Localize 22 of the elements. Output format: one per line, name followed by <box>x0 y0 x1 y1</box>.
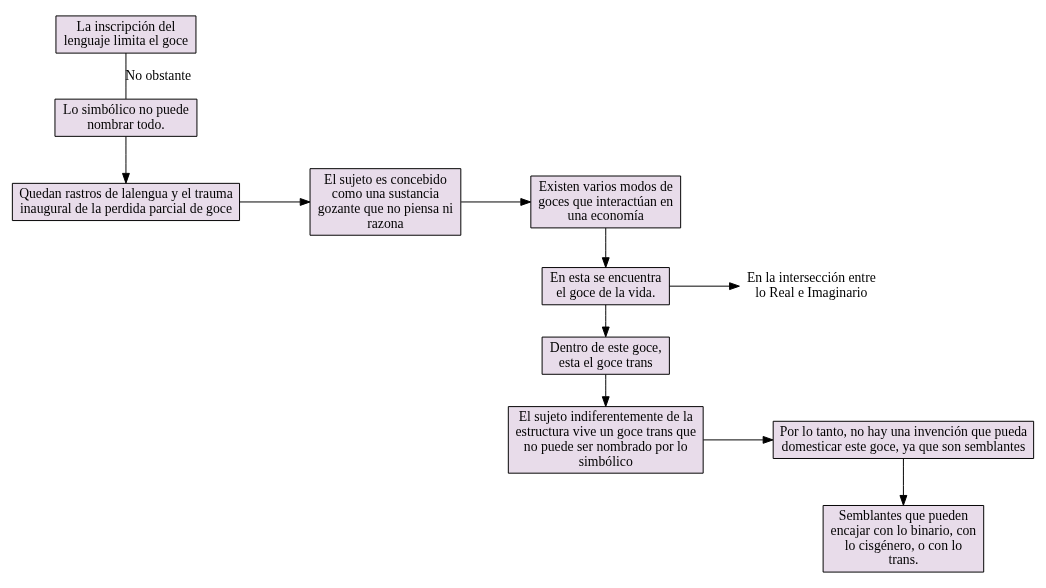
node-box: La inscripción del lenguaje limita el goce <box>55 15 197 54</box>
node-box: Por lo tanto, no hay una invención que pueda domesticar este goce, ya que son semblantes <box>772 420 1035 459</box>
arrow <box>899 458 908 506</box>
node-text: En la intersección entre lo Real e Imaginario <box>746 270 876 301</box>
edge-label: No obstante <box>125 67 192 83</box>
arrow <box>702 436 774 444</box>
arrow <box>601 374 610 407</box>
node-box: Semblantes que pueden encajar con lo binario, con lo cisgénero, o con lo trans. <box>822 505 985 573</box>
node-box: Dentro de este goce, esta el goce trans <box>541 336 670 375</box>
node-box: El sujeto es concebido como una sustancia gozante que no piensa ni razona <box>309 168 462 236</box>
node-box: El sujeto indiferentemente de la estructura vive un goce trans que no puede ser nombrado por lo simbólico <box>507 406 704 474</box>
arrow <box>239 198 311 206</box>
arrow <box>669 282 740 291</box>
arrow <box>601 304 610 338</box>
node-box: Existen varios modos de goces que interactúan en una economía <box>530 175 682 229</box>
node-box: Lo simbólico no puede nombrar todo. <box>54 98 198 137</box>
arrow <box>460 198 532 206</box>
node-box: Quedan rastros de lalengua y el trauma inaugural de la perdida parcial de goce <box>11 182 240 222</box>
connector <box>125 52 127 100</box>
arrow <box>601 227 610 268</box>
arrow <box>122 136 130 184</box>
node-box: En esta se encuentra el goce de la vida. <box>541 267 670 306</box>
